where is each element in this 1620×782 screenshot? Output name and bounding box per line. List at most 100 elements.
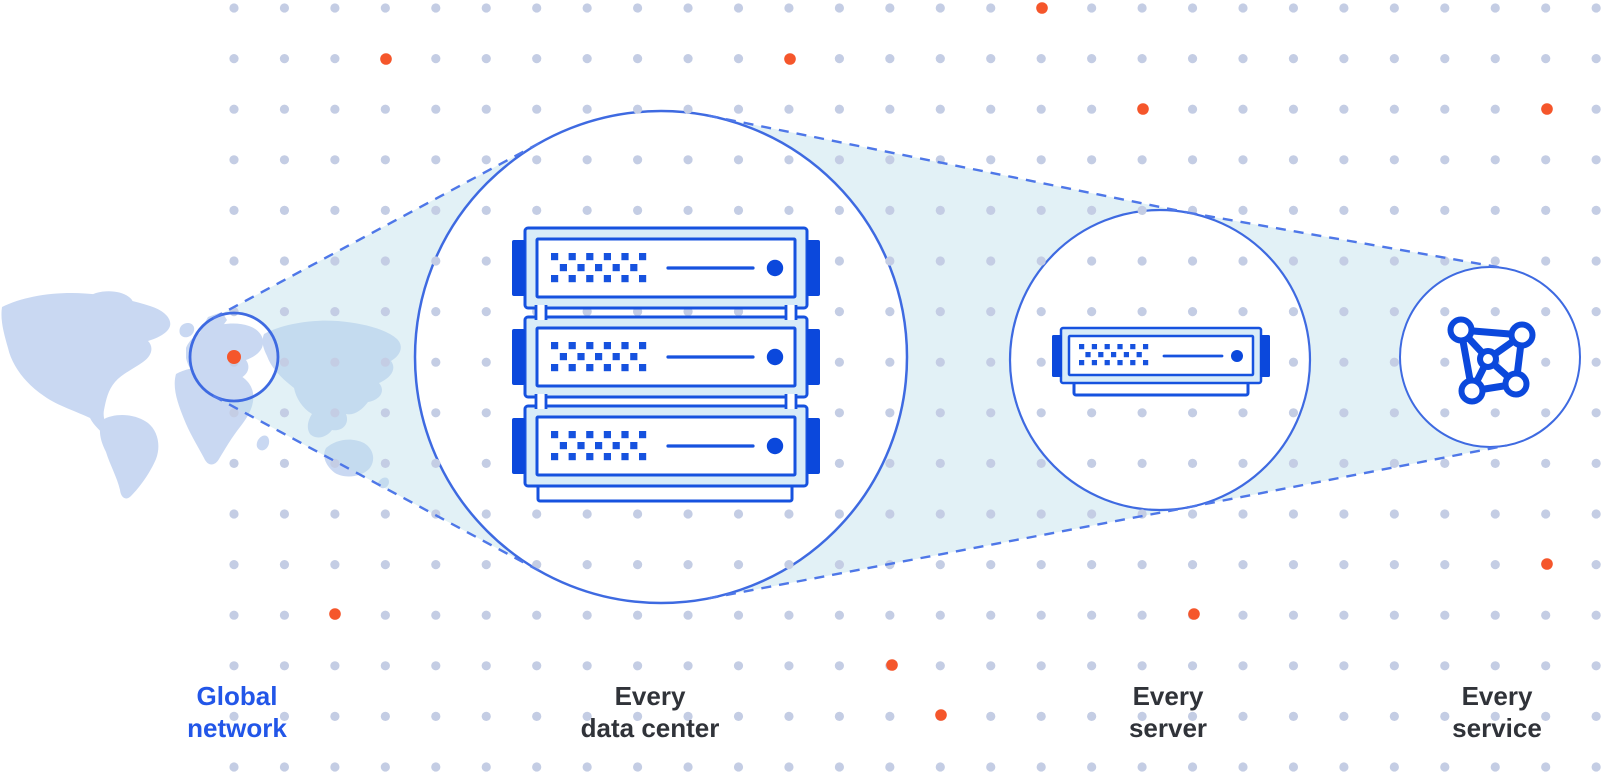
grid-dot xyxy=(1389,155,1399,165)
grid-dot xyxy=(784,711,794,722)
grid-dot xyxy=(935,256,945,266)
grid-dot xyxy=(733,509,744,519)
grid-dot xyxy=(1591,307,1601,317)
grid-dot xyxy=(1440,762,1450,772)
grid-dot xyxy=(1036,711,1046,722)
grid-dot xyxy=(532,509,542,519)
grid-dot xyxy=(1541,408,1551,418)
grid-dot xyxy=(431,357,441,367)
grid-dot xyxy=(1591,256,1601,266)
grid-dot xyxy=(986,610,996,620)
grid-dot xyxy=(1187,661,1198,671)
grid-dot xyxy=(380,762,390,772)
grid-dot xyxy=(1238,256,1248,266)
grid-dot xyxy=(481,661,491,671)
grid-dot xyxy=(380,560,390,570)
grid-dot xyxy=(1490,762,1500,772)
accent-dot xyxy=(1541,558,1553,570)
grid-dot xyxy=(582,155,592,165)
grid-dot xyxy=(1288,610,1299,620)
grid-dot xyxy=(986,104,996,114)
grid-dot xyxy=(1087,610,1097,620)
grid-dot xyxy=(431,458,441,468)
grid-dot xyxy=(1389,610,1399,620)
grid-dot xyxy=(834,408,845,418)
grid-dot xyxy=(1591,458,1601,468)
grid-dot xyxy=(784,610,794,620)
grid-dot xyxy=(683,54,693,64)
grid-dot xyxy=(986,256,996,266)
grid-dot xyxy=(582,711,592,722)
grid-dot xyxy=(1490,661,1500,671)
grid-dot xyxy=(1440,357,1450,367)
grid-dot xyxy=(935,54,945,64)
grid-dot xyxy=(1036,205,1046,215)
grid-dot xyxy=(935,3,945,13)
grid-dot xyxy=(279,711,290,722)
grid-dot xyxy=(330,560,340,570)
grid-dot xyxy=(532,155,542,165)
grid-dot xyxy=(1238,762,1248,772)
grid-dot xyxy=(481,408,491,418)
grid-dot xyxy=(532,661,542,671)
grid-dot xyxy=(1238,610,1248,620)
grid-dot xyxy=(431,661,441,671)
grid-dot xyxy=(885,54,895,64)
accent-dot xyxy=(886,659,898,671)
grid-dot xyxy=(1541,762,1551,772)
grid-dot xyxy=(1591,3,1601,13)
grid-dot xyxy=(633,560,643,570)
grid-dot xyxy=(330,762,340,772)
grid-dot xyxy=(1187,3,1198,13)
grid-dot xyxy=(986,711,996,722)
grid-dot xyxy=(1087,205,1097,215)
grid-dot xyxy=(582,104,592,114)
grid-dot xyxy=(1541,458,1551,468)
grid-dot xyxy=(1490,307,1500,317)
grid-dot xyxy=(1288,560,1299,570)
grid-dot xyxy=(279,509,290,519)
grid-dot xyxy=(532,205,542,215)
grid-dot xyxy=(1591,155,1601,165)
grid-dot xyxy=(1087,104,1097,114)
grid-dot xyxy=(1288,711,1299,722)
grid-dot xyxy=(532,54,542,64)
grid-dot xyxy=(431,307,441,317)
grid-dot xyxy=(1036,458,1046,468)
grid-dot xyxy=(330,3,340,13)
grid-dot xyxy=(1339,54,1349,64)
grid-dot xyxy=(380,711,390,722)
grid-dot xyxy=(1490,509,1500,519)
grid-dot xyxy=(1440,155,1450,165)
grid-dot xyxy=(834,762,845,772)
grid-dot xyxy=(834,54,845,64)
grid-dot xyxy=(834,560,845,570)
grid-dot xyxy=(330,307,340,317)
grid-dot xyxy=(683,104,693,114)
grid-dot xyxy=(279,458,290,468)
grid-dot xyxy=(733,661,744,671)
grid-dot xyxy=(1591,205,1601,215)
grid-dot xyxy=(1591,54,1601,64)
grid-dot xyxy=(784,560,794,570)
grid-dot xyxy=(1490,256,1500,266)
rack-connector xyxy=(534,305,798,409)
grid-dot xyxy=(986,3,996,13)
grid-dot xyxy=(229,711,239,722)
grid-dot xyxy=(1541,54,1551,64)
accent-dot xyxy=(935,709,947,721)
grid-dot xyxy=(1288,3,1299,13)
grid-dot xyxy=(380,3,390,13)
grid-dot xyxy=(1541,610,1551,620)
grid-dot xyxy=(633,155,643,165)
grid-dot xyxy=(330,256,340,266)
grid-dot xyxy=(229,256,239,266)
label-every-service: Every service xyxy=(1452,680,1542,744)
grid-dot xyxy=(733,104,744,114)
grid-dot xyxy=(1339,256,1349,266)
grid-dot xyxy=(1541,256,1551,266)
grid-dot xyxy=(834,357,845,367)
grid-dot xyxy=(279,560,290,570)
grid-dot xyxy=(229,661,239,671)
grid-dot xyxy=(1288,458,1299,468)
